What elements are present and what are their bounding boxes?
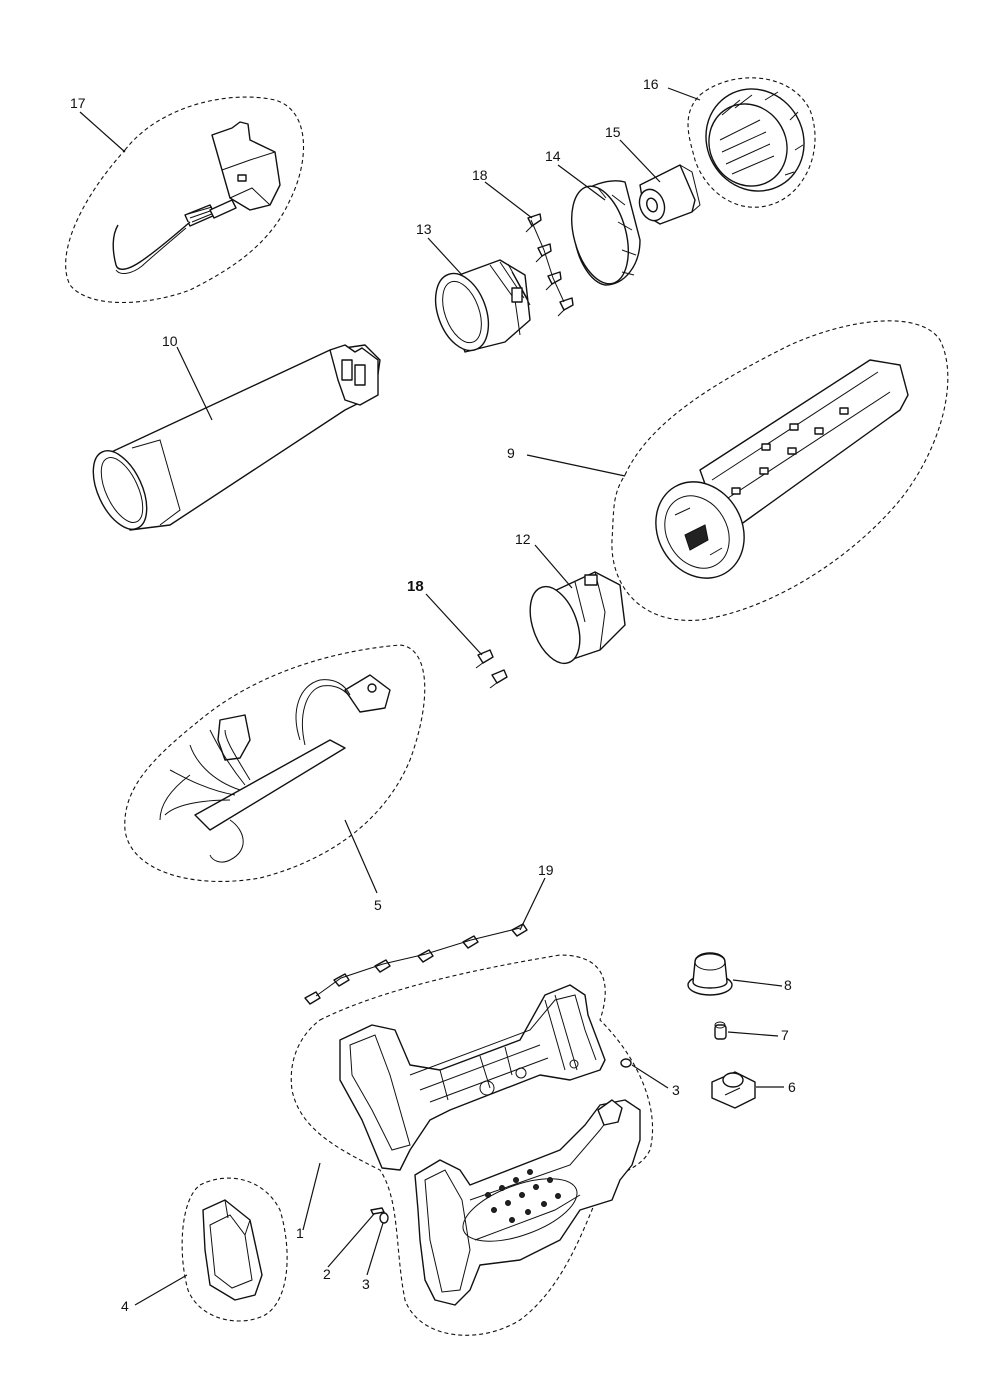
part-5-circuit-board — [159, 674, 391, 863]
group-outline-5 — [124, 644, 426, 882]
callout-5: 5 — [374, 897, 382, 913]
part-9-led-assembly — [655, 359, 909, 579]
callout-4: 4 — [121, 1298, 129, 1314]
callout-3-lower: 3 — [362, 1276, 370, 1292]
part-8-cap — [687, 952, 733, 996]
part-3-o-ring-upper — [620, 1058, 632, 1068]
part-12-sleeve — [529, 571, 626, 665]
callout-16: 16 — [643, 76, 659, 92]
part-13-adapter — [434, 259, 531, 353]
callout-17: 17 — [70, 95, 86, 111]
group-outline-1 — [290, 954, 654, 1336]
group-outline-4 — [181, 1177, 288, 1322]
callout-12: 12 — [515, 531, 531, 547]
callout-18-middle: 18 — [407, 578, 424, 595]
part-15-cone — [638, 164, 701, 225]
callout-2: 2 — [323, 1266, 331, 1282]
part-6-switch — [711, 1071, 756, 1109]
callout-1: 1 — [296, 1225, 304, 1241]
callout-13: 13 — [416, 221, 432, 237]
callout-3-upper: 3 — [672, 1082, 680, 1098]
callout-6: 6 — [788, 1079, 796, 1095]
part-10-tube — [92, 344, 381, 531]
group-outline-17 — [65, 96, 305, 304]
part-7-bushing — [714, 1021, 727, 1040]
callout-18-top: 18 — [472, 167, 488, 183]
callout-9: 9 — [507, 445, 515, 461]
part-18-screws-middle — [475, 649, 508, 689]
part-2-pin — [370, 1207, 385, 1215]
part-16-threaded-nut — [705, 88, 805, 192]
part-14-collar — [571, 180, 641, 286]
callout-7: 7 — [781, 1027, 789, 1043]
group-outline-16 — [687, 77, 816, 208]
part-18-screws-top — [525, 213, 574, 317]
part-3-o-ring-lower — [379, 1212, 389, 1224]
part-1-housing — [339, 984, 641, 1306]
leader-lines — [79, 87, 784, 1306]
callout-19: 19 — [538, 862, 554, 878]
part-19-screws — [304, 923, 528, 1005]
callout-8: 8 — [784, 977, 792, 993]
callout-10: 10 — [162, 333, 178, 349]
part-4-end-cap — [202, 1199, 263, 1301]
group-outline-9 — [611, 320, 949, 621]
callout-labels: 17 16 15 14 18 13 10 9 12 18 5 19 8 7 3 … — [70, 76, 796, 1314]
callout-15: 15 — [605, 124, 621, 140]
callout-14: 14 — [545, 148, 561, 164]
part-17-belt-hook — [112, 121, 281, 274]
